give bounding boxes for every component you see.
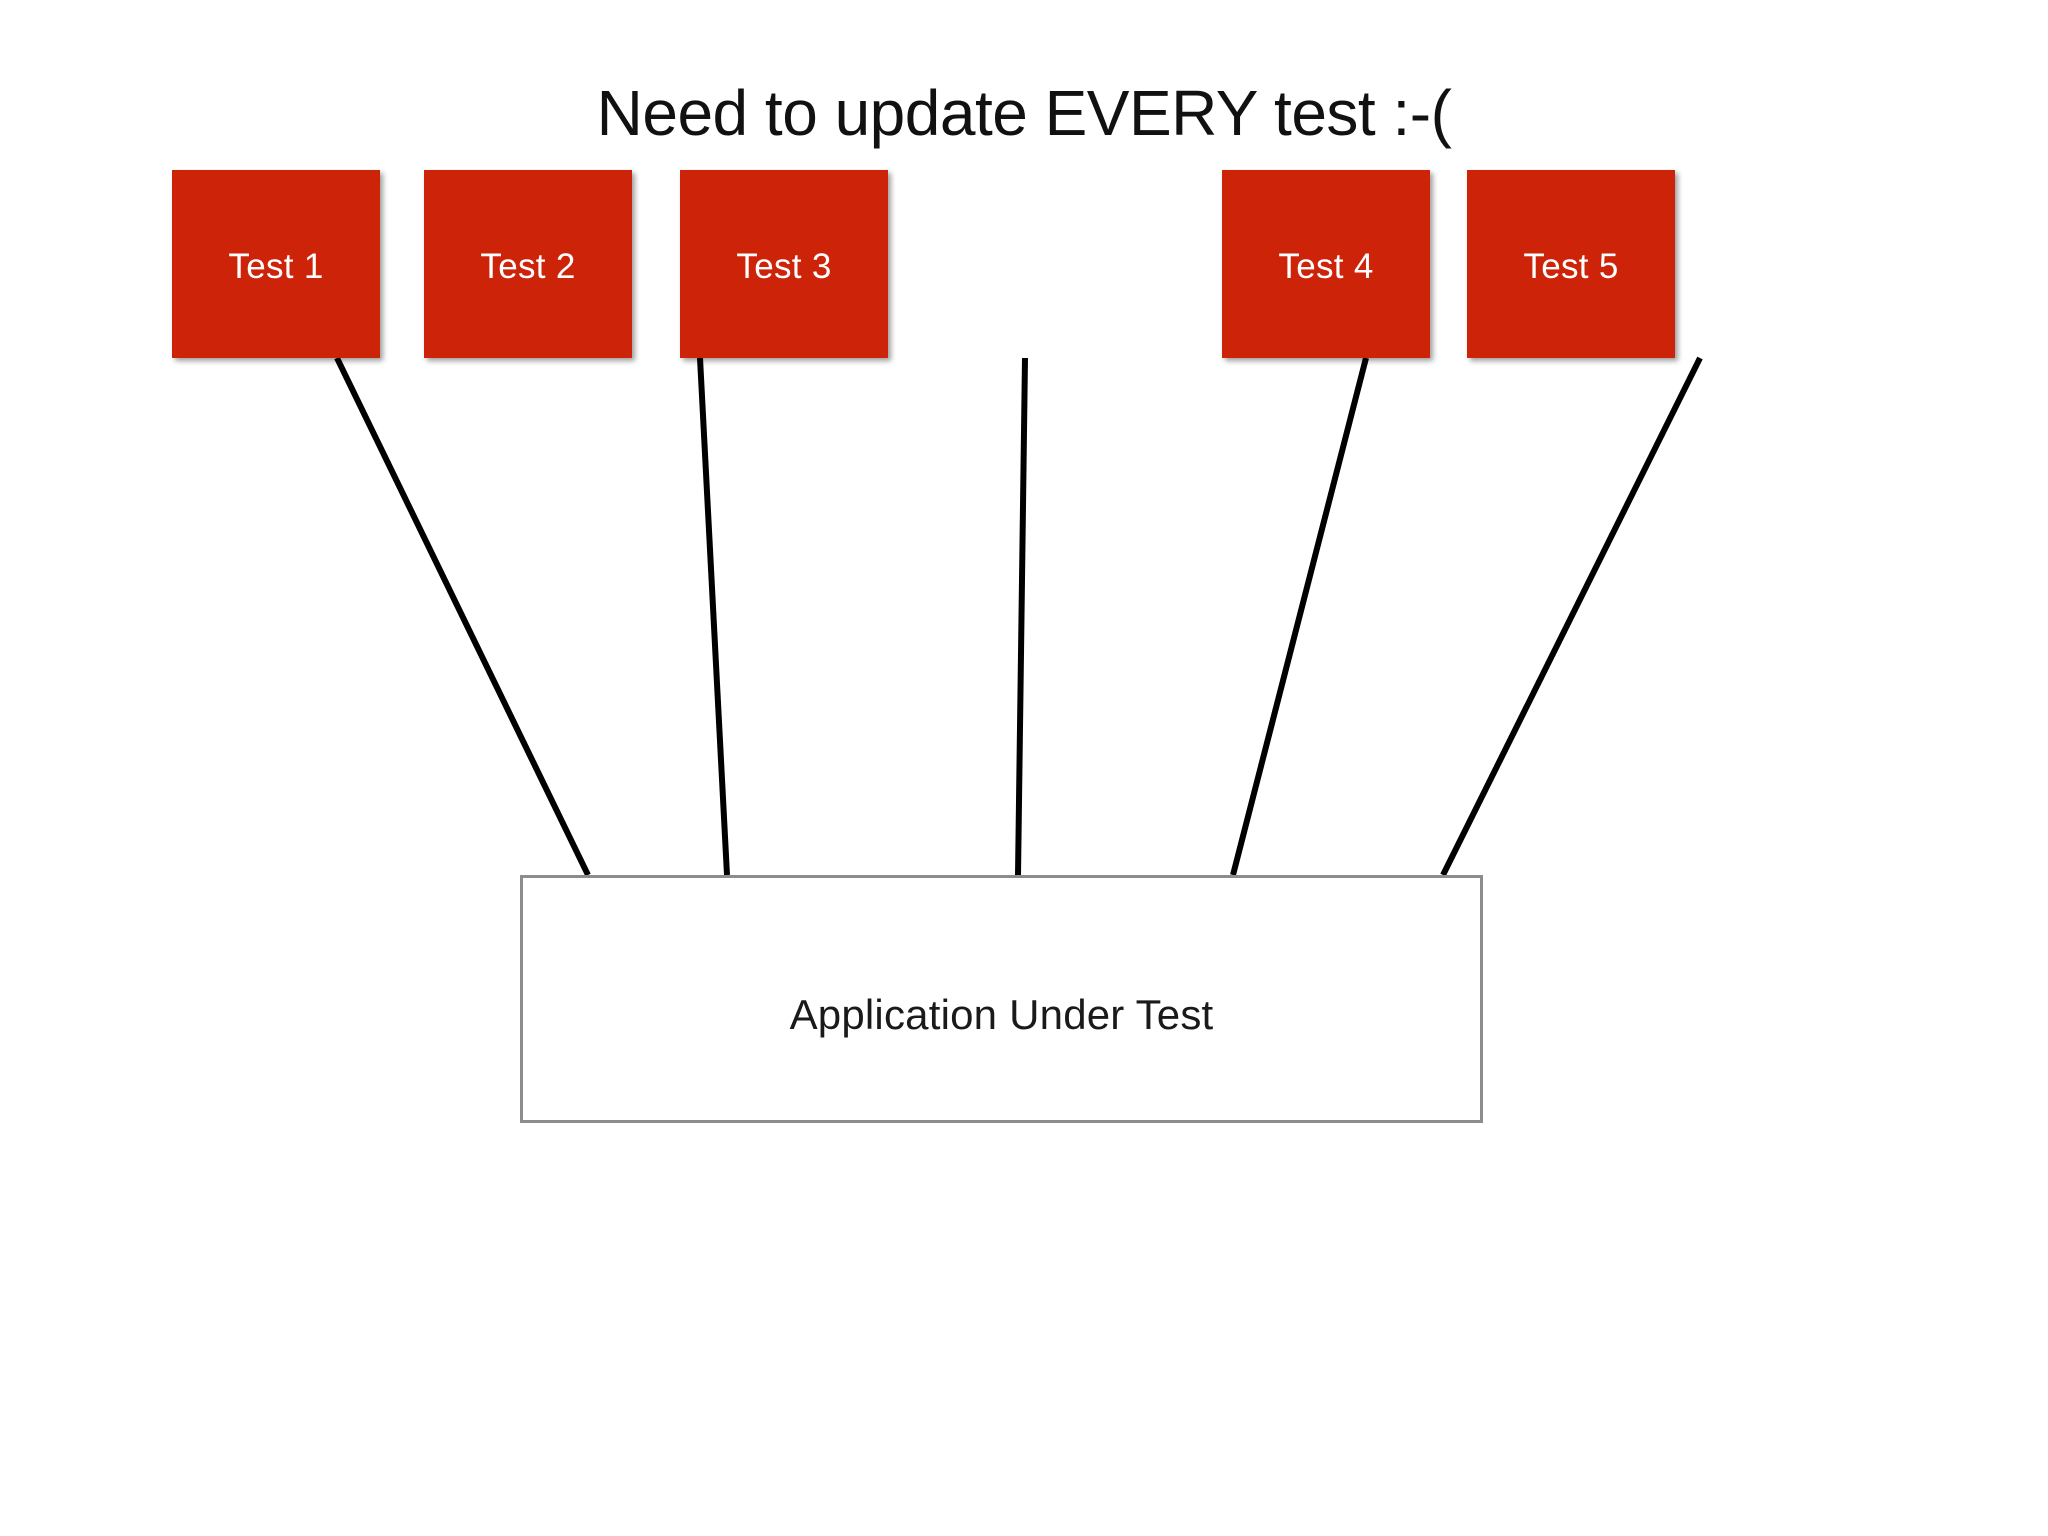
test-box-label: Test 3	[736, 247, 832, 286]
test-box-5[interactable]: Test 5	[1467, 170, 1675, 358]
connector-line-test-2	[697, 357, 730, 876]
test-box-2[interactable]: Test 2	[424, 170, 632, 358]
application-under-test-label: Application Under Test	[789, 991, 1214, 1038]
page-title: Need to update EVERY test :-(	[596, 77, 1452, 149]
connector-line-test-5	[1440, 356, 1703, 877]
connector-line-test-1	[334, 356, 591, 877]
test-box-3[interactable]: Test 3	[680, 170, 888, 358]
test-box-label: Test 1	[228, 247, 324, 286]
test-box-1[interactable]: Test 1	[172, 170, 380, 358]
test-box-label: Test 2	[480, 247, 576, 286]
connector-line-test-4	[1230, 357, 1369, 876]
connector-line-test-3	[1015, 357, 1028, 876]
test-box-4[interactable]: Test 4	[1222, 170, 1430, 358]
test-box-label: Test 4	[1278, 247, 1374, 286]
application-under-test-box[interactable]: Application Under Test	[520, 875, 1483, 1123]
test-box-label: Test 5	[1523, 247, 1619, 286]
